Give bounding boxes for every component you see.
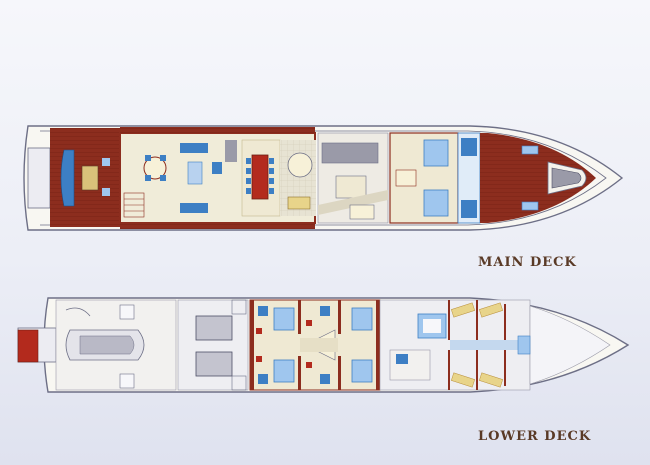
aft-deck-chair-2 [102, 188, 110, 196]
guest-bed-3 [351, 307, 373, 331]
main-deck-swim-platform [27, 147, 51, 209]
aft-deck-table [81, 165, 99, 191]
garage-crane [119, 304, 135, 320]
crew-cabin-walls [448, 300, 506, 390]
main-deck-hull-inner-line [40, 130, 607, 226]
engine-room-xbox-1 [231, 299, 247, 315]
crew-blue-fixture [396, 354, 408, 364]
master-bed-starboard [423, 189, 449, 217]
aft-deck-chair-1 [102, 158, 110, 166]
ensuite-tub-starboard [461, 200, 477, 218]
lower-deck [17, 297, 630, 393]
galley-stair [349, 204, 375, 220]
guest-bed-2 [273, 359, 295, 383]
guest-accent-red [256, 320, 312, 368]
dining-table [251, 154, 269, 200]
main-deck-label: MAIN DECK [478, 255, 577, 270]
engine-port [195, 315, 233, 341]
salon-coffee-table [187, 161, 203, 185]
engine-room-xbox-2 [231, 375, 247, 391]
salon-sofa-bottom [180, 203, 208, 213]
lower-forepeak [529, 305, 611, 385]
master-dresser [395, 169, 417, 187]
salon-sofa-top [180, 143, 208, 153]
guest-corridor [300, 338, 338, 352]
ensuite-tub-port [461, 138, 477, 156]
guest-bed-1 [273, 307, 295, 331]
salon-round-table [143, 156, 167, 180]
lobby-spiral-stair [287, 152, 313, 178]
garage-locker [119, 373, 135, 389]
lower-deck-label: LOWER DECK [478, 429, 592, 444]
side-deck-starboard [120, 222, 315, 229]
lobby-yellow-console [287, 196, 311, 210]
dining-chairs [246, 158, 274, 194]
foredeck-jetski-port [521, 145, 539, 155]
engine-starboard [195, 351, 233, 377]
side-deck-port [120, 127, 315, 134]
crew-corridor [450, 340, 520, 350]
crew-mess-inner [423, 319, 441, 333]
salon-chair-a [145, 155, 151, 161]
engine-room-floor [177, 299, 249, 391]
main-deck [23, 125, 624, 231]
galley-island [335, 175, 367, 199]
salon-aft-stairs [123, 192, 145, 218]
guest-bath-fixtures [258, 306, 330, 384]
galley-corridor [318, 190, 388, 215]
crew-bunks [450, 302, 504, 388]
salon-chair-b [160, 155, 166, 161]
foredeck-jetski-starboard [521, 201, 539, 211]
salon-chair-c [145, 175, 151, 181]
guest-cabin-walls [250, 300, 380, 390]
garage-tender-inner [79, 335, 135, 355]
salon-bar-cabinet [225, 140, 237, 162]
foredeck-tender [551, 167, 582, 189]
forepeak-fixture [517, 335, 531, 355]
guest-bed-4 [351, 359, 373, 383]
aft-deck-sofa [60, 149, 75, 207]
salon-armchair [212, 162, 222, 174]
garage-hatch [65, 307, 91, 317]
foredeck-teak [480, 133, 596, 223]
salon-chair-d [160, 175, 166, 181]
galley-counter [321, 142, 379, 164]
lower-aft-red-pad [17, 329, 39, 363]
master-bed-port [423, 139, 449, 167]
